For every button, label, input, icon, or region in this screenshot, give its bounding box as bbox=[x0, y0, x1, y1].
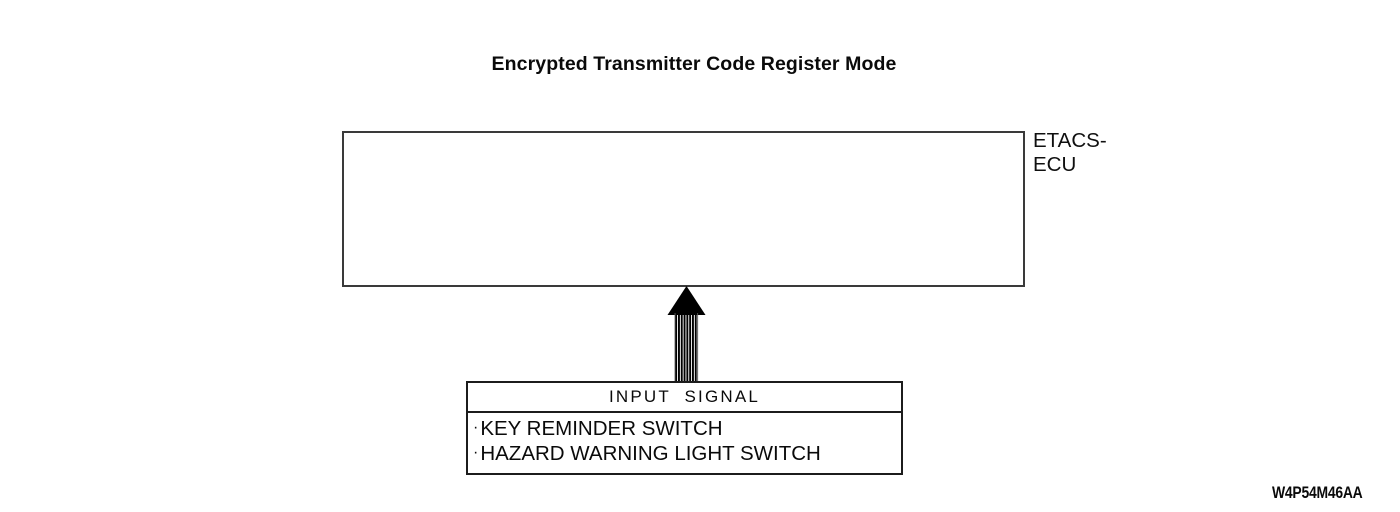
list-item-label: KEY REMINDER SWITCH bbox=[480, 417, 723, 440]
input-signal-header: INPUT SIGNAL bbox=[468, 383, 901, 413]
input-signal-block: INPUT SIGNAL ·KEY REMINDER SWITCH ·HAZAR… bbox=[466, 381, 903, 475]
ecu-block bbox=[342, 131, 1025, 287]
input-signal-list: ·KEY REMINDER SWITCH ·HAZARD WARNING LIG… bbox=[468, 413, 901, 466]
list-item-label: HAZARD WARNING LIGHT SWITCH bbox=[480, 442, 821, 465]
page-title: Encrypted Transmitter Code Register Mode bbox=[491, 53, 897, 75]
ecu-block-label: ETACS- ECU bbox=[1033, 129, 1107, 176]
list-item: ·HAZARD WARNING LIGHT SWITCH bbox=[473, 441, 901, 466]
bullet-icon: · bbox=[473, 443, 479, 461]
input-signal-arrow-icon bbox=[667, 286, 706, 382]
bullet-icon: · bbox=[473, 418, 479, 436]
list-item: ·KEY REMINDER SWITCH bbox=[473, 416, 901, 441]
figure-code: W4P54M46AA bbox=[1272, 483, 1363, 502]
input-signal-header-label: INPUT SIGNAL bbox=[608, 387, 761, 406]
